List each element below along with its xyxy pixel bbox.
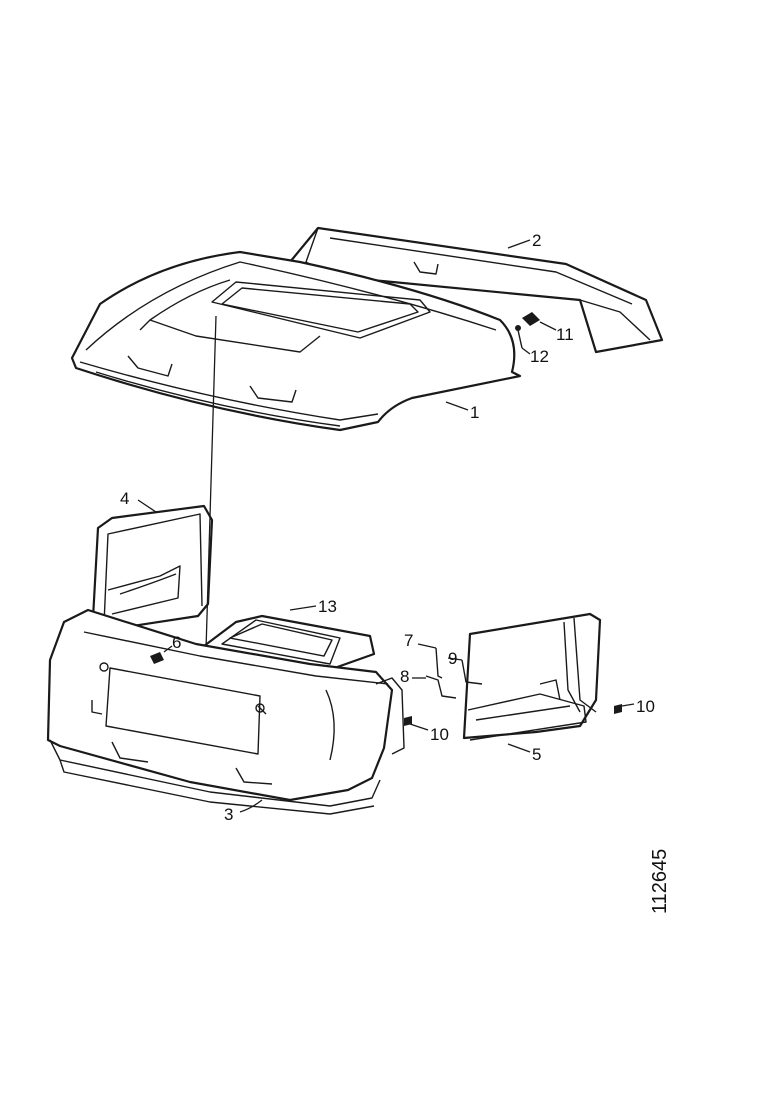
callout-8: 8 <box>400 667 409 686</box>
callout-12: 12 <box>530 347 549 366</box>
callout-5: 5 <box>532 745 541 764</box>
callout-10-left: 10 <box>430 725 449 744</box>
part-11-clip <box>522 312 540 326</box>
callout-11: 11 <box>556 325 574 344</box>
part-12-screw <box>515 325 523 349</box>
part-3-front-header <box>46 608 405 815</box>
alignment-line <box>205 315 217 651</box>
part-4-side-trim <box>90 504 214 638</box>
callout-2: 2 <box>532 231 541 250</box>
callout-10-right: 10 <box>636 697 655 716</box>
drawing-number: 112645 <box>649 849 671 914</box>
callout-7: 7 <box>404 631 413 650</box>
callout-4: 4 <box>120 489 129 508</box>
part-7-bracket <box>435 647 443 679</box>
callout-9: 9 <box>448 649 457 668</box>
leader-lines <box>137 239 635 813</box>
part-5-right-side-panel <box>462 612 602 741</box>
callout-1: 1 <box>470 403 479 422</box>
part-8-bracket <box>425 675 457 699</box>
part-6-fastener <box>150 652 164 664</box>
part-2-roof-rail <box>288 226 664 354</box>
part-1-roof-panel <box>70 250 522 432</box>
callout-6: 6 <box>172 633 181 652</box>
part-9-bracket <box>461 659 483 685</box>
callout-3: 3 <box>224 805 233 824</box>
part-10-fastener-left <box>404 716 412 726</box>
part-10-fastener-right <box>614 704 622 714</box>
callout-13: 13 <box>318 597 337 616</box>
